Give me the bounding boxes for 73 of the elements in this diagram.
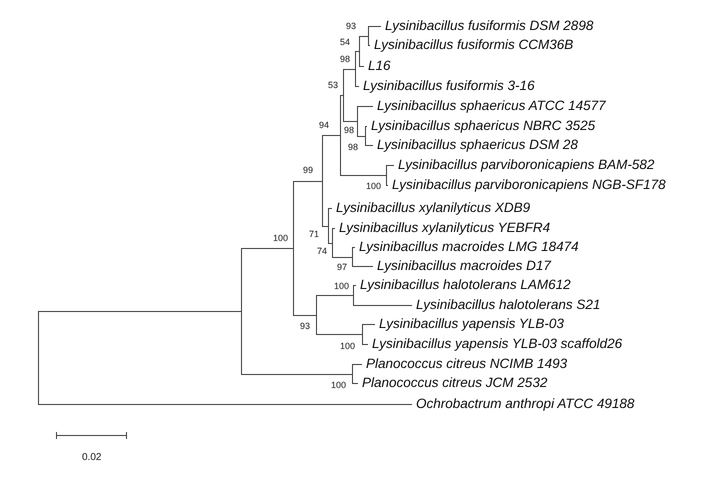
bootstrap-value: 74 bbox=[317, 246, 328, 256]
branch-line bbox=[360, 36, 368, 37]
branch-line bbox=[366, 145, 374, 146]
taxon-label: Planococcus citreus JCM 2532 bbox=[358, 375, 548, 391]
branch-line bbox=[352, 266, 374, 267]
branch-line bbox=[316, 295, 354, 296]
taxon-label: Lysinibacillus yapensis YLB-03 bbox=[375, 316, 564, 332]
taxon-label: Lysinibacillus xylanilyticus YEBFR4 bbox=[335, 220, 550, 236]
branch-line bbox=[356, 86, 360, 87]
taxon-label: Lysinibacillus macroides LMG 18474 bbox=[355, 239, 579, 255]
taxon-label: Lysinibacillus fusiformis 3-16 bbox=[359, 78, 535, 94]
taxon-label: Lysinibacillus sphaericus DSM 28 bbox=[373, 137, 578, 153]
branch-line bbox=[332, 228, 336, 229]
branch-line bbox=[294, 315, 316, 316]
branch-line bbox=[328, 243, 332, 244]
bootstrap-value: 53 bbox=[328, 80, 338, 90]
bootstrap-value: 98 bbox=[340, 54, 350, 64]
bootstrap-value: 94 bbox=[319, 120, 330, 130]
bootstrap-value: 100 bbox=[273, 233, 288, 243]
taxon-label: Lysinibacillus parviboronicapiens NGB-SF178 bbox=[388, 177, 666, 193]
branch-line bbox=[354, 285, 356, 286]
branch-line bbox=[386, 165, 394, 166]
branch-line bbox=[38, 311, 242, 312]
bootstrap-value: 100 bbox=[366, 181, 382, 191]
branch-line bbox=[358, 106, 374, 107]
branch-line bbox=[332, 257, 352, 258]
bootstrap-value: 97 bbox=[337, 262, 348, 272]
branch-line bbox=[352, 364, 362, 365]
branch-line bbox=[328, 208, 332, 209]
branch-line bbox=[368, 26, 382, 27]
taxon-label: Lysinibacillus sphaericus NBRC 3525 bbox=[367, 118, 596, 134]
branch-line bbox=[322, 135, 340, 136]
bootstrap-value: 98 bbox=[348, 142, 358, 152]
branch-line bbox=[352, 247, 356, 248]
taxon-label: Lysinibacillus halotolerans LAM612 bbox=[356, 277, 571, 293]
taxon-label: Lysinibacillus yapensis YLB-03 scaffold26 bbox=[368, 336, 622, 352]
branch-line bbox=[358, 136, 366, 137]
taxon-label: Planococcus citreus NCIMB 1493 bbox=[362, 356, 568, 372]
branch-line bbox=[362, 324, 376, 325]
branch-line bbox=[316, 334, 362, 335]
branch-line bbox=[242, 374, 352, 375]
bootstrap-value: 98 bbox=[344, 125, 354, 135]
taxon-label: Lysinibacillus parviboronicapiens BAM-582 bbox=[394, 157, 654, 173]
bootstrap-value: 93 bbox=[346, 21, 356, 31]
bootstrap-value: 71 bbox=[309, 229, 320, 239]
branch-line bbox=[344, 121, 358, 122]
branch-line bbox=[38, 404, 412, 405]
branch-line bbox=[340, 95, 344, 96]
branch-line bbox=[242, 248, 294, 249]
taxon-label: Lysinibacillus xylanilyticus XDB9 bbox=[332, 200, 530, 216]
branch-line bbox=[354, 305, 412, 306]
branch-line bbox=[362, 344, 368, 345]
taxon-label: Ochrobactrum anthropi ATCC 49188 bbox=[412, 396, 634, 412]
branch-line bbox=[356, 51, 360, 52]
taxon-label: Lysinibacillus halotolerans S21 bbox=[412, 297, 600, 313]
branch-line bbox=[360, 66, 364, 67]
branch-line bbox=[322, 226, 328, 227]
branch-line bbox=[340, 175, 386, 176]
bootstrap-value: 100 bbox=[334, 281, 350, 291]
bootstrap-value: 100 bbox=[331, 380, 346, 390]
branch-line bbox=[294, 181, 322, 182]
taxon-label: Lysinibacillus sphaericus ATCC 14577 bbox=[373, 98, 606, 114]
scale-label: 0.02 bbox=[82, 452, 102, 464]
taxon-label: Lysinibacillus fusiformis DSM 2898 bbox=[381, 18, 594, 34]
bootstrap-value: 99 bbox=[303, 165, 314, 175]
bootstrap-value: 93 bbox=[300, 321, 310, 331]
bootstrap-value: 54 bbox=[340, 37, 350, 47]
branch-line bbox=[352, 383, 358, 384]
taxon-label: Lysinibacillus fusiformis CCM36B bbox=[370, 37, 574, 53]
taxon-label: Lysinibacillus macroides D17 bbox=[373, 258, 551, 274]
branch-line bbox=[344, 69, 356, 70]
taxon-label: L16 bbox=[364, 58, 391, 74]
bootstrap-value: 100 bbox=[340, 341, 356, 351]
